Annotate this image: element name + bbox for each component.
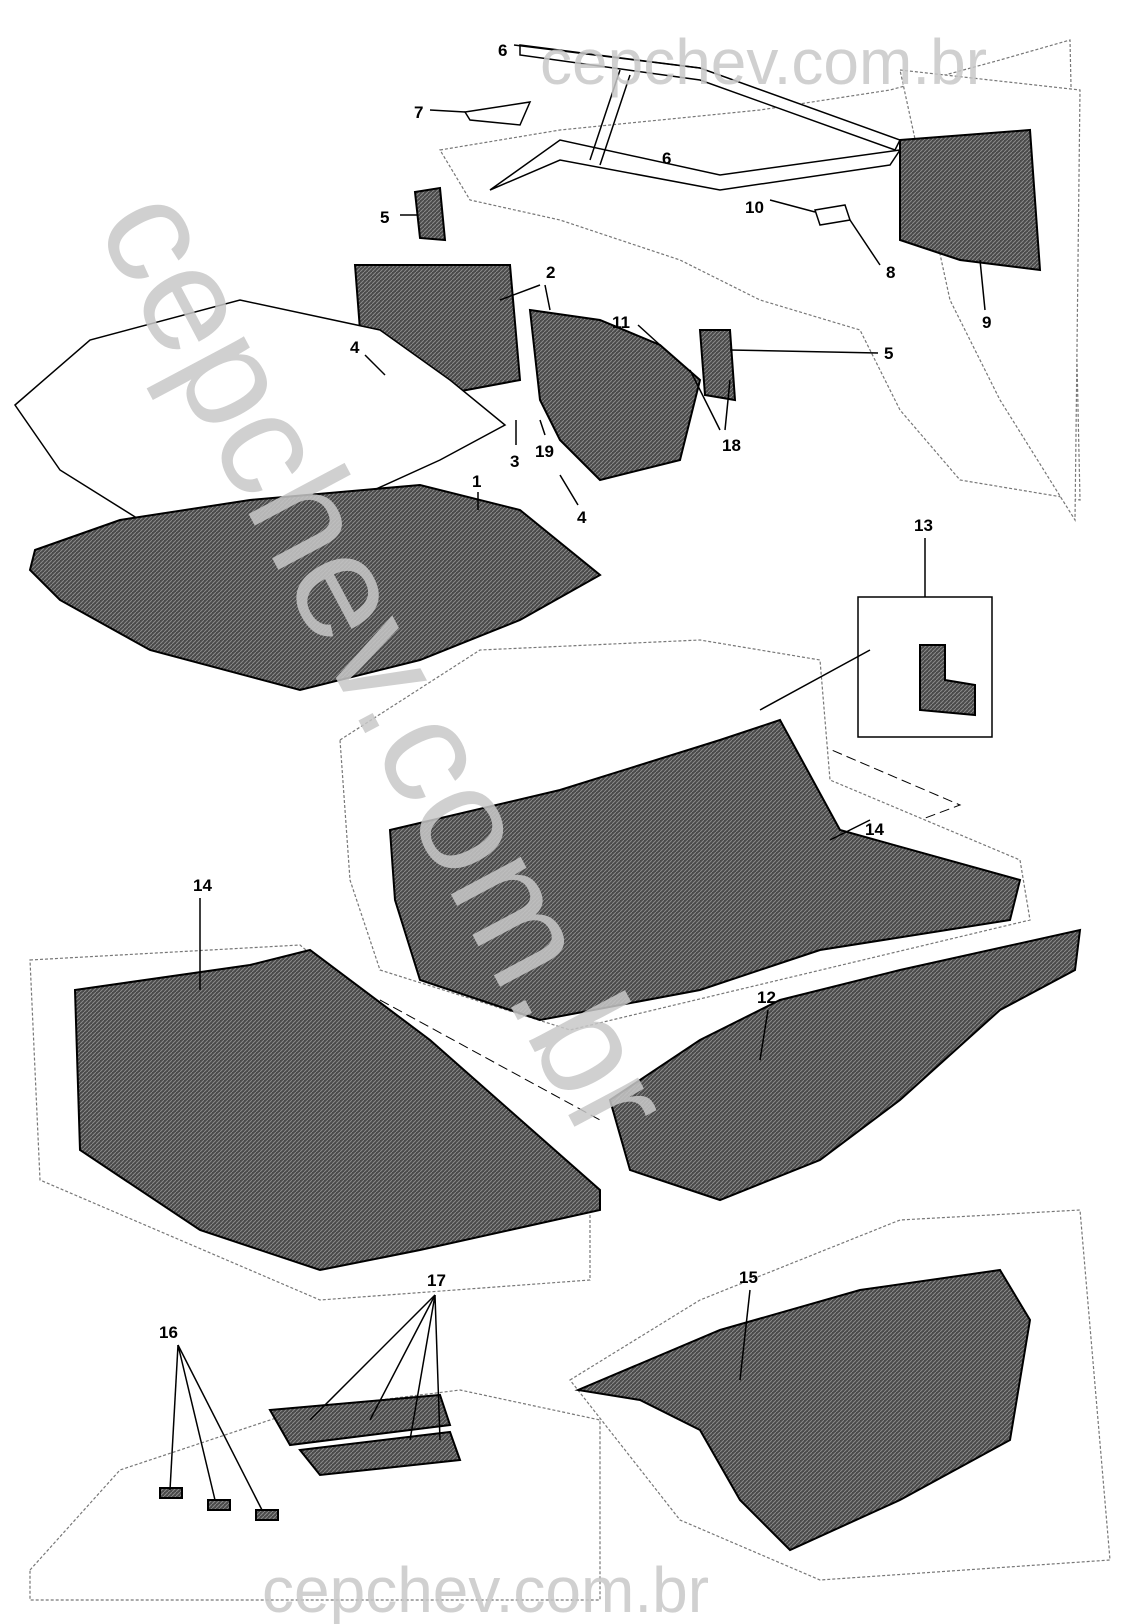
dash-insulator-outer [899, 128, 1042, 272]
roof-block-16c [255, 1509, 279, 1521]
callout-9: 9 [982, 313, 991, 332]
clip-detail [919, 644, 976, 717]
callout-17: 17 [427, 1271, 446, 1290]
roof-pad-17b [298, 1430, 462, 1477]
roof-block-16b [207, 1499, 231, 1511]
callout-3: 3 [510, 452, 519, 471]
roof-block-16a [159, 1487, 183, 1499]
hood [14, 299, 507, 546]
watermark-bottom: cepchev.com.br [262, 1554, 709, 1624]
callout-6: 6 [498, 41, 507, 60]
callout-10: 10 [745, 198, 764, 217]
cowl-pad [463, 101, 532, 126]
callout-4: 4 [350, 338, 360, 357]
callout-16: 16 [159, 1323, 178, 1342]
callout-15: 15 [739, 1268, 758, 1287]
callout-19: 19 [535, 442, 554, 461]
callout-18: 18 [722, 436, 741, 455]
callout-14: 14 [865, 820, 884, 839]
callout-8: 8 [886, 263, 895, 282]
callout-13: 13 [914, 516, 933, 535]
callout-12: 12 [757, 988, 776, 1007]
callout-4: 4 [577, 508, 587, 527]
wheelhouse-insulator-15 [574, 1268, 1032, 1552]
leader-dashed-2 [379, 999, 601, 1121]
hood-insulator [28, 483, 602, 692]
bracket-left [413, 186, 447, 242]
callout-14: 14 [193, 876, 212, 895]
callout-1: 1 [472, 472, 481, 491]
callout-2: 2 [546, 263, 555, 282]
roof-structure [29, 1389, 601, 1601]
callout-5: 5 [380, 208, 389, 227]
floor-carpet-14-lower [73, 948, 601, 1272]
floor-carpet-14-upper [388, 718, 1022, 1022]
callout-7: 7 [414, 103, 423, 122]
roof-pad-17a [268, 1393, 452, 1447]
rear-panel-insulator-12 [608, 928, 1082, 1202]
callout-5: 5 [884, 344, 893, 363]
callout-6: 6 [662, 149, 671, 168]
watermark-top: cepchev.com.br [540, 26, 987, 98]
dash-insulator-right [528, 308, 702, 482]
leader-lines [169, 44, 986, 1511]
bracket-right [698, 329, 737, 402]
callout-11: 11 [612, 313, 630, 332]
